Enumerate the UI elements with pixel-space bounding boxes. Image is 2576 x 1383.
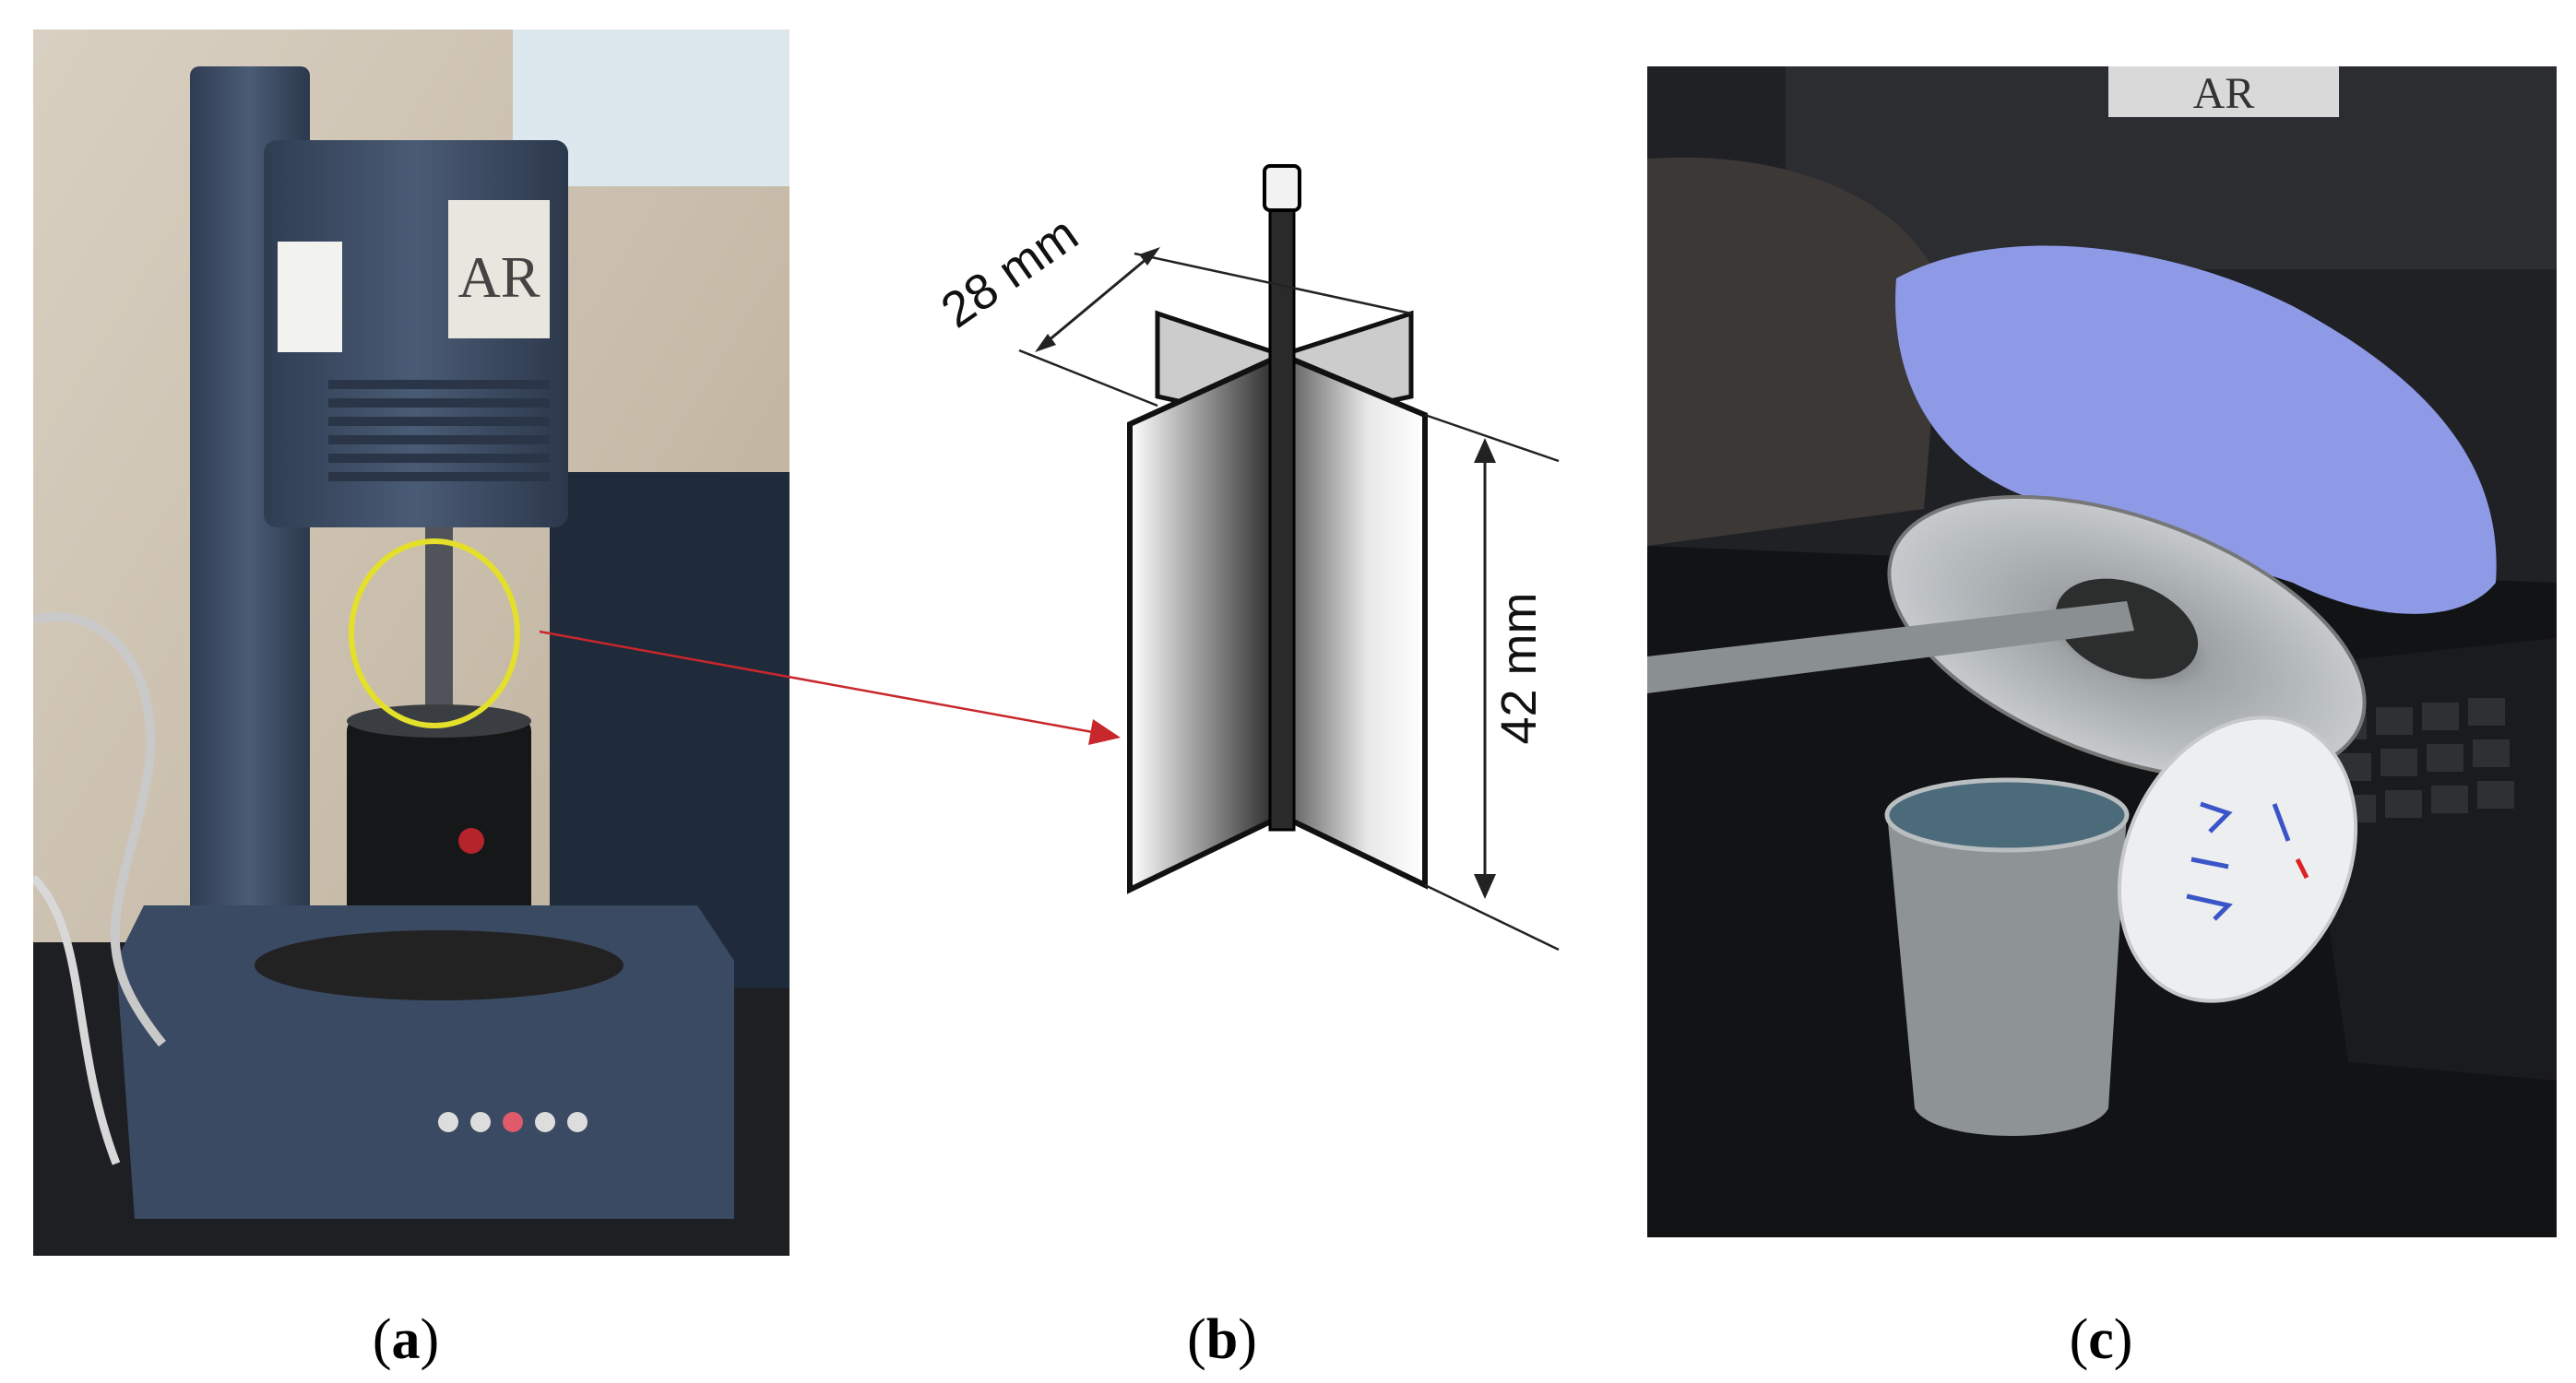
vent-grille <box>328 380 550 481</box>
logo-plate <box>448 200 550 338</box>
cup-holder <box>347 716 531 956</box>
front-blade-left <box>1127 350 1285 894</box>
spindle <box>425 527 453 721</box>
panel-b-diagram: 28 mm 42 mm <box>867 148 1605 977</box>
caption-a: (a) <box>372 1308 440 1371</box>
cap-handwriting <box>2186 801 2291 921</box>
cable <box>33 874 121 1165</box>
arrow-head <box>1474 874 1496 899</box>
rheometer-photo: AR <box>33 30 789 1256</box>
glove <box>1895 245 2497 614</box>
vane-rod <box>1647 601 2134 693</box>
cup-rim <box>347 704 531 738</box>
height-extension-line <box>1424 413 1560 463</box>
label-sticker <box>278 242 342 352</box>
highlight-circle <box>349 538 520 728</box>
base-buttons <box>438 1112 588 1132</box>
vane-shaft <box>1268 201 1296 832</box>
width-extension-line <box>1018 349 1158 408</box>
panel-c-photo: AR <box>1647 66 2557 1237</box>
base-plate <box>255 930 623 1000</box>
cap-red-mark <box>2295 857 2309 880</box>
logo-text: AR <box>2193 69 2255 118</box>
panel-a-photo: AR <box>33 30 789 1256</box>
width-dimension-line <box>1041 252 1154 348</box>
cable <box>33 611 166 1047</box>
sleeve <box>1647 157 1942 546</box>
sample-cup <box>1887 813 2127 1136</box>
caption-letter: a <box>391 1308 421 1371</box>
shaft-cap <box>1263 164 1301 212</box>
height-extension-line <box>1424 883 1560 952</box>
height-label: 42 mm <box>1491 592 1547 744</box>
width-label: 28 mm <box>932 206 1088 338</box>
logo-plate <box>2108 66 2339 117</box>
vane-diagram: 28 mm 42 mm <box>932 164 1560 952</box>
arrow-head <box>1035 334 1056 352</box>
arrow-head <box>1139 247 1160 266</box>
sample-photo: AR <box>1647 66 2557 1237</box>
caption-b: (b) <box>1187 1308 1257 1371</box>
cup-sample <box>1884 777 2130 853</box>
white-cap <box>2117 715 2358 1003</box>
arrow-head <box>1474 438 1496 463</box>
caption-letter: c <box>2088 1308 2114 1371</box>
width-extension-line <box>1134 252 1412 315</box>
caption-letter: b <box>1205 1308 1239 1371</box>
caption-c: (c) <box>2069 1308 2133 1371</box>
logo-text: AR <box>458 244 540 310</box>
holder-indicator <box>458 828 484 854</box>
front-blade-right <box>1279 350 1428 890</box>
keyboard-keys <box>2330 698 2514 822</box>
